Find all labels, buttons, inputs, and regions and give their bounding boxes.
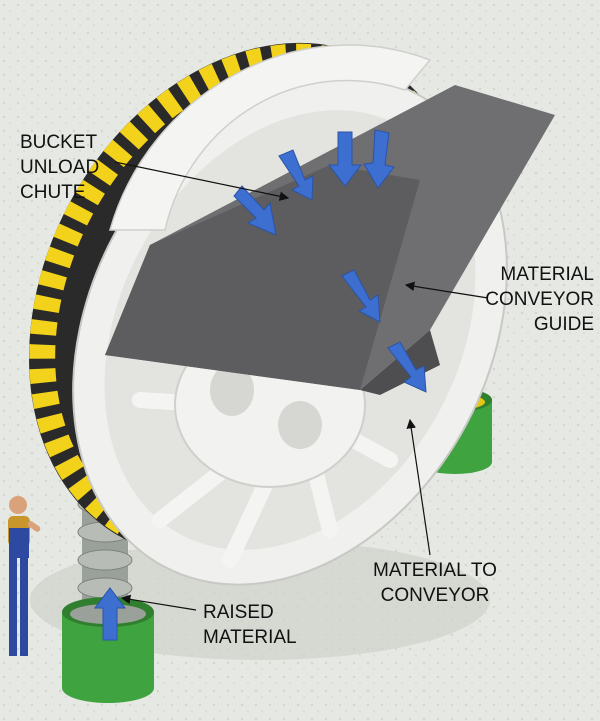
- label-material-conveyor-guide: MATERIAL CONVEYOR GUIDE: [485, 264, 594, 335]
- arrow-icon: [387, 341, 427, 393]
- label-material-to-conveyor: MATERIAL TO CONVEYOR: [373, 560, 497, 606]
- arrow-icon: [94, 587, 126, 641]
- arrow-icon: [278, 149, 314, 201]
- arrow-icon: [363, 129, 395, 189]
- flow-arrows: [94, 129, 427, 641]
- label-raised-material: RAISED MATERIAL: [203, 602, 297, 648]
- label-bucket-unload-chute: BUCKET UNLOAD CHUTE: [20, 132, 100, 203]
- worker-figure: [8, 496, 41, 656]
- leader-lines: [114, 161, 489, 611]
- arrow-icon: [327, 131, 363, 187]
- arrow-icon: [233, 185, 277, 236]
- wheel-top-rim: [109, 44, 432, 231]
- arrow-icon: [341, 269, 381, 323]
